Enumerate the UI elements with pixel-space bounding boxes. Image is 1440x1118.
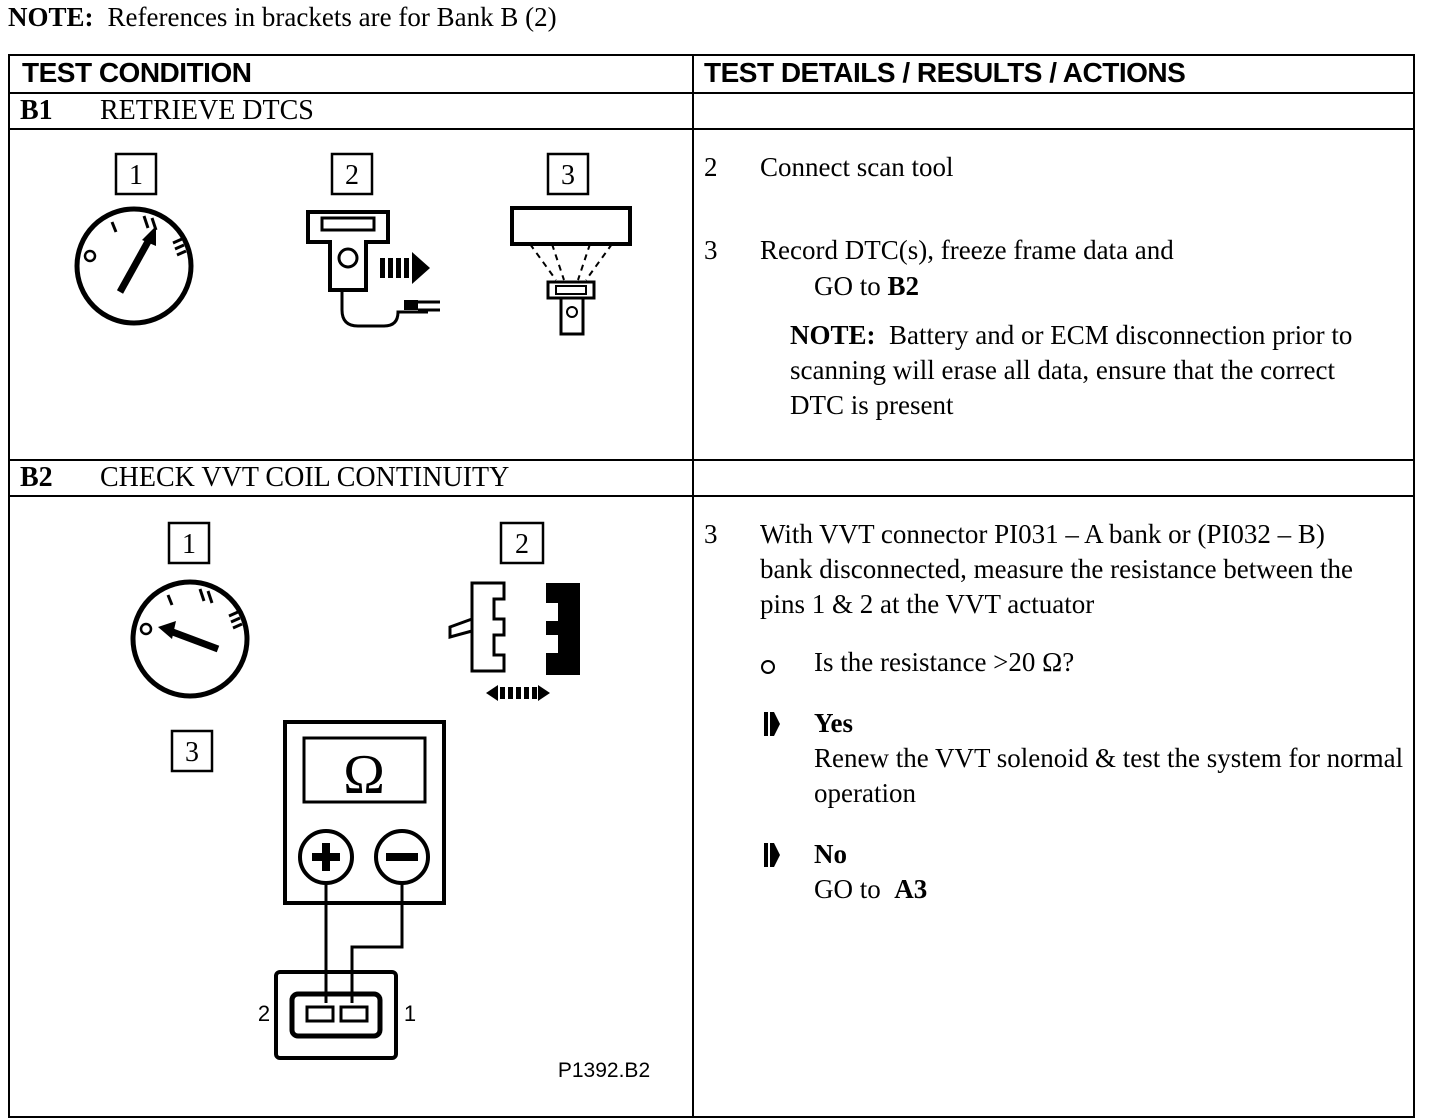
multimeter-icon: Ω [283, 720, 446, 1003]
svg-text:3: 3 [561, 160, 575, 191]
svg-text:2: 2 [515, 529, 529, 560]
circle-bullet-icon [761, 660, 775, 674]
b2-yes-label: Yes [814, 708, 853, 738]
b1-step-2-text: Connect scan tool [760, 152, 954, 182]
b1-step-3-text: Record DTC(s), freeze frame data and [760, 235, 1174, 265]
svg-text:2: 2 [345, 160, 359, 191]
section-b1-code: B1 [20, 95, 53, 126]
b2-figure-cell: 1 2 3 [8, 495, 694, 1118]
section-b2-name: CHECK VVT COIL CONTINUITY [100, 462, 510, 493]
b1-go-prefix: GO to [814, 271, 881, 301]
header-test-condition: TEST CONDITION [8, 54, 694, 94]
b1-label-1: 1 [114, 152, 158, 196]
b2-yes-text: Renew the VVT solenoid & test the system… [814, 743, 1404, 808]
b2-step-3-text: With VVT connector PI031 – A bank or (PI… [760, 519, 1353, 619]
b2-no-go-prefix: GO to [814, 874, 881, 904]
connector-disconnect-icon [448, 581, 580, 701]
section-b1-name: RETRIEVE DTCS [100, 95, 314, 126]
note-label: NOTE: [8, 2, 94, 32]
b1-step-2-num: 2 [704, 152, 718, 182]
section-b1-title: B1 RETRIEVE DTCS [8, 92, 694, 130]
section-b2-blank [692, 459, 1415, 497]
b1-note: NOTE: Battery and or ECM disconnection p… [790, 318, 1390, 423]
b2-step-3-num: 3 [704, 519, 718, 549]
pin-label-1: 1 [404, 1001, 416, 1026]
b2-label-2: 2 [499, 521, 545, 565]
b2-label-3: 3 [170, 729, 214, 773]
scan-tool-icon [306, 210, 440, 328]
section-b2-code: B2 [20, 462, 53, 493]
section-b1-blank [692, 92, 1415, 130]
b2-question-text: Is the resistance >20 Ω? [814, 647, 1075, 677]
meter-ohm-symbol: Ω [343, 744, 385, 806]
test-table: TEST CONDITION TEST DETAILS / RESULTS / … [8, 54, 1415, 1118]
header-test-details: TEST DETAILS / RESULTS / ACTIONS [692, 54, 1415, 94]
b2-figures: 1 2 3 [130, 521, 650, 1082]
svg-text:1: 1 [182, 529, 196, 560]
b1-go-target-link[interactable]: B2 [887, 271, 920, 301]
vvt-connector-icon [274, 970, 398, 1060]
b2-details-cell: 3 With VVT connector PI031 – A bank or (… [692, 495, 1415, 1118]
b1-label-3: 3 [546, 152, 590, 196]
svg-text:3: 3 [185, 737, 199, 768]
b1-go-to: GO to B2 [814, 269, 919, 304]
b2-no-label: No [814, 839, 847, 869]
b1-figures: 1 2 3 [74, 152, 632, 336]
arrow-bullet-icon [764, 843, 780, 867]
diagnostic-socket-icon [510, 206, 632, 336]
ignition-switch-off-icon [130, 579, 250, 699]
ignition-switch-icon [74, 206, 194, 326]
section-b2-title: B2 CHECK VVT COIL CONTINUITY [8, 459, 694, 497]
note-text: References in brackets are for Bank B (2… [107, 2, 557, 32]
b2-label-1: 1 [167, 521, 211, 565]
b1-figure-cell: 1 2 3 [8, 128, 694, 461]
figure-reference: P1392.B2 [558, 1059, 650, 1082]
b1-note-text: Battery and or ECM disconnection prior t… [790, 320, 1353, 420]
b1-label-2: 2 [330, 152, 374, 196]
arrow-bullet-icon [764, 712, 780, 736]
page-note: NOTE: References in brackets are for Bank… [8, 2, 557, 33]
b1-details-cell: 2 Connect scan tool 3 Record DTC(s), fre… [692, 128, 1415, 461]
b2-no-go: GO to A3 [814, 872, 1414, 907]
pin-label-2: 2 [258, 1001, 270, 1026]
b1-step-3-num: 3 [704, 235, 718, 265]
svg-text:1: 1 [129, 160, 143, 191]
b2-no-go-target-link[interactable]: A3 [894, 874, 928, 904]
b1-note-label: NOTE: [790, 320, 876, 350]
